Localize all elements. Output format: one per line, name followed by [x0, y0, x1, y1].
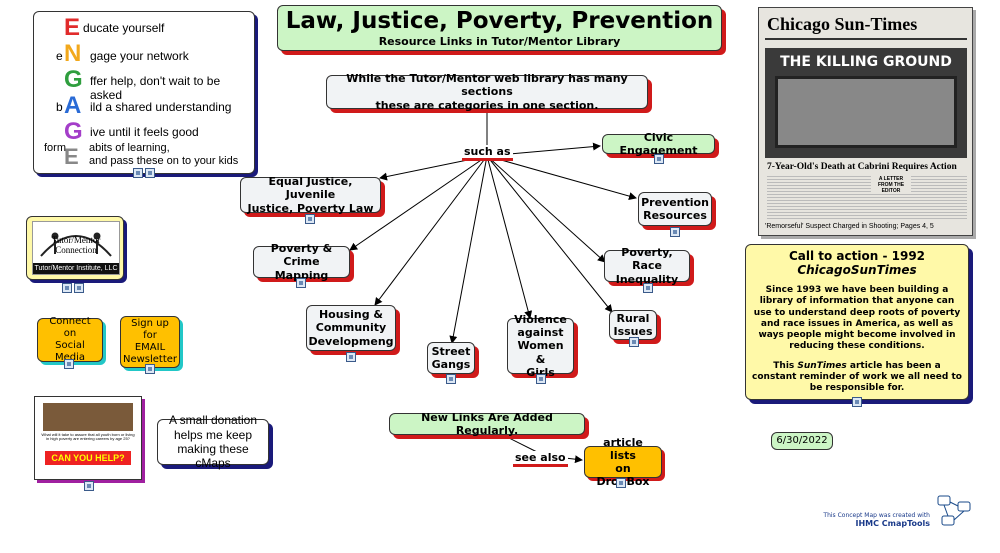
call-body-1: Since 1993 we have been building a libra…	[753, 285, 961, 352]
line-race	[486, 155, 606, 263]
newspaper-image[interactable]: Chicago Sun-Times THE KILLING GROUND 7-Y…	[758, 7, 973, 236]
newspaper-letter: A LETTER FROM THE EDITOR	[871, 176, 911, 194]
call-to-action-box[interactable]: Call to action - 1992 ChicagoSunTimes Si…	[745, 244, 969, 400]
newspaper-headline: THE KILLING GROUND	[780, 54, 952, 70]
engage-line-b: b	[56, 100, 63, 114]
newspaper-masthead: Chicago Sun-Times	[767, 14, 918, 34]
resource-icon[interactable]	[145, 364, 155, 374]
intro-node[interactable]: While the Tutor/Mentor web library has m…	[326, 72, 648, 112]
logo-caption: Tutor/Mentor Institute, LLC	[33, 263, 119, 274]
resource-icon[interactable]	[145, 168, 155, 178]
category-civic-engagement[interactable]: Civic Engagement	[602, 131, 715, 157]
engage-letter-e: E	[64, 14, 81, 41]
engage-line-offer: ffer help, don't wait to be asked	[90, 74, 221, 102]
resource-icon[interactable]	[616, 478, 626, 488]
engage-letter-n: N	[64, 40, 82, 67]
resource-icon[interactable]	[346, 352, 356, 362]
logo-name: Tutor/Mentor Connection	[51, 235, 101, 255]
resource-icon[interactable]	[670, 227, 680, 237]
call-title: Call to action - 1992	[788, 249, 926, 263]
resource-icon[interactable]	[62, 283, 72, 293]
logo-image: Tutor/Mentor Connection Tutor/Mentor Ins…	[32, 221, 120, 275]
donation-note[interactable]: A small donation helps me keep making th…	[157, 413, 269, 470]
flyer-box[interactable]: What will it take to assure that all you…	[34, 396, 142, 480]
date-stamp: 6/30/2022	[771, 432, 833, 450]
connect-social-media[interactable]: Connect on Social Media	[37, 316, 103, 363]
line-newlinks-seealso	[504, 435, 538, 453]
flyer-cta: CAN YOU HELP?	[45, 451, 131, 465]
newspaper-subhead: 7-Year-Old's Death at Cabrini Requires A…	[767, 162, 957, 172]
credit-text: This Concept Map was created with IHMC C…	[823, 512, 930, 529]
category-prevention-resources[interactable]: Prevention Resources	[638, 192, 712, 226]
engage-line-pass: and pass these on to your kids	[89, 155, 239, 167]
engage-line-give: ive until it feels good	[90, 125, 199, 139]
resource-icon[interactable]	[84, 481, 94, 491]
newspaper-footer: 'Remorseful' Suspect Charged in Shooting…	[765, 223, 934, 230]
category-violence-women-girls[interactable]: Violence against Women & Girls	[507, 313, 574, 379]
line-violence	[486, 155, 533, 319]
resource-icon[interactable]	[643, 283, 653, 293]
engage-letter-g2: G	[64, 118, 83, 145]
engage-line-habits: abits of learning,	[89, 142, 170, 154]
category-poverty-race-inequality[interactable]: Poverty, Race Inequality	[604, 246, 690, 286]
newspaper-text-columns	[767, 176, 967, 220]
line-crime	[349, 155, 488, 251]
resource-icon[interactable]	[296, 278, 306, 288]
line-prevention	[486, 155, 637, 200]
newspaper-photo	[775, 76, 957, 148]
category-housing-community[interactable]: Housing & Community Developmeng	[306, 305, 396, 351]
category-poverty-crime-mapping[interactable]: Poverty & Crime Mapping	[253, 242, 350, 282]
resource-icon[interactable]	[536, 374, 546, 384]
resource-icon[interactable]	[305, 214, 315, 224]
engage-line-build: ild a shared understanding	[90, 100, 232, 114]
link-label-see-also: see also	[513, 451, 568, 467]
resource-icon[interactable]	[629, 337, 639, 347]
engage-box[interactable]: E N G A G E ducate yourself e gage your …	[33, 11, 255, 174]
line-gangs	[449, 155, 488, 344]
category-street-gangs[interactable]: Street Gangs	[427, 342, 475, 374]
cmaptools-logo-icon	[937, 495, 971, 526]
engage-line-gage: gage your network	[90, 49, 189, 63]
newspaper-headline-bar: THE KILLING GROUND	[765, 48, 967, 158]
title-box: Law, Justice, Poverty, Prevention Resour…	[277, 5, 722, 51]
resource-icon[interactable]	[64, 359, 74, 369]
link-label-such-as: such as	[462, 145, 513, 161]
resource-icon[interactable]	[852, 397, 862, 407]
category-equal-justice[interactable]: Equal Justice, Juvenile Justice, Poverty…	[240, 175, 381, 215]
new-links-note: New Links Are Added Regularly.	[389, 411, 585, 437]
flyer-question: What will it take to assure that all you…	[41, 432, 135, 442]
logo-box[interactable]: Tutor/Mentor Connection Tutor/Mentor Ins…	[26, 216, 124, 280]
engage-letter-a: A	[64, 92, 82, 119]
category-rural-issues[interactable]: Rural Issues	[609, 310, 657, 340]
line-rural	[486, 155, 613, 313]
newspaper-rule	[765, 38, 967, 40]
page-subtitle: Resource Links in Tutor/Mentor Library	[378, 35, 621, 49]
article-lists-dropbox[interactable]: article lists on DropBox	[584, 436, 662, 488]
line-housing	[374, 155, 488, 306]
engage-letter-e2: E	[64, 144, 79, 169]
resource-icon[interactable]	[74, 283, 84, 293]
engage-line-e: e	[56, 49, 63, 63]
resource-icon[interactable]	[446, 374, 456, 384]
call-paper: ChicagoSunTimes	[797, 263, 917, 277]
engage-line-form: form	[44, 142, 66, 154]
page-title: Law, Justice, Poverty, Prevention	[285, 7, 714, 34]
engage-line-educate: ducate yourself	[83, 21, 165, 35]
email-newsletter-signup[interactable]: Sign up for EMAIL Newsletter	[120, 316, 180, 368]
call-body-2: This SunTimes article has been a constan…	[752, 360, 962, 394]
resource-icon[interactable]	[654, 154, 664, 164]
people-icon	[40, 232, 112, 257]
flyer-photo	[43, 403, 133, 431]
line-seealso-article	[564, 455, 583, 464]
engage-letter-g1: G	[64, 66, 83, 93]
resource-icon[interactable]	[133, 168, 143, 178]
